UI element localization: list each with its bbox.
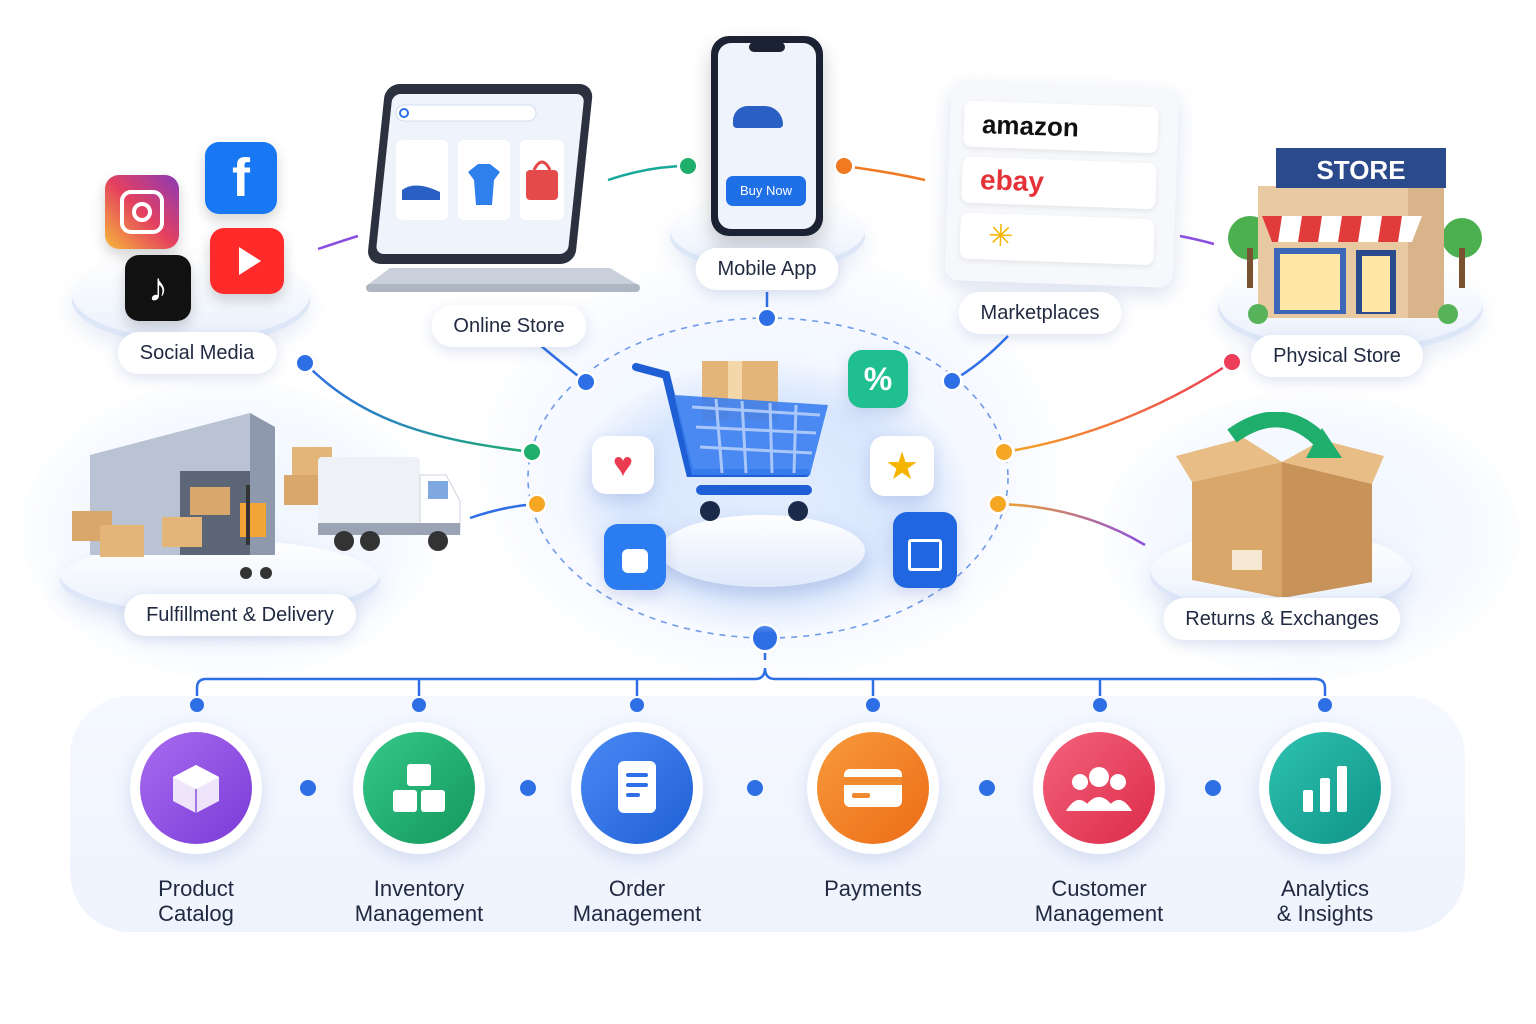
star-icon[interactable]: ★ [870, 436, 934, 496]
module-name: Inventory Management [354, 876, 484, 926]
buy-now-button[interactable]: Buy Now [726, 176, 806, 206]
instagram-icon [105, 175, 179, 249]
module-order-management[interactable]: Order Management [522, 722, 752, 926]
fulfillment-delivery-label[interactable]: Fulfillment & Delivery [124, 594, 356, 636]
heart-icon[interactable]: ♥ [592, 436, 654, 494]
social-media-label[interactable]: Social Media [117, 332, 277, 374]
bus-dot [630, 698, 644, 712]
link-dot [520, 780, 536, 796]
module-name: Order Management [572, 876, 702, 926]
module-payments[interactable]: Payments [758, 722, 988, 901]
connector-dot [297, 355, 313, 371]
connector-dot [1224, 354, 1240, 370]
connector-dot [944, 373, 960, 389]
document-icon [581, 732, 693, 844]
percent-icon[interactable]: % [848, 350, 908, 408]
youtube-icon [210, 228, 284, 294]
shopping-cart-icon[interactable] [630, 355, 840, 530]
store-sign: STORE [1316, 155, 1406, 185]
connector-dot [524, 444, 540, 460]
marketplaces-label[interactable]: Marketplaces [958, 292, 1122, 334]
connector-dot [759, 310, 775, 326]
cube-icon [140, 732, 252, 844]
facebook-icon: f [205, 142, 277, 214]
module-analytics-insights[interactable]: Analytics & Insights [1210, 722, 1440, 926]
connector-dot [680, 158, 696, 174]
module-customer-management[interactable]: Customer Management [984, 722, 1214, 926]
mobile-app-label[interactable]: Mobile App [695, 248, 839, 290]
tiktok-icon: ♪ [125, 255, 191, 321]
link-dot [979, 780, 995, 796]
store-building-illustration [1228, 148, 1482, 324]
module-product-catalog[interactable]: Product Catalog [81, 722, 311, 926]
connector-dot [578, 374, 594, 390]
link-dot [1205, 780, 1221, 796]
bar-chart-icon [1269, 732, 1381, 844]
warehouse-illustration [72, 413, 461, 579]
walmart-spark-icon[interactable]: ✳ [959, 212, 1155, 266]
bus-dot [866, 698, 880, 712]
link-dot [747, 780, 763, 796]
hub-pedestal [660, 515, 865, 587]
open-box-illustration [1176, 412, 1384, 597]
shoe-icon [733, 106, 783, 128]
bus-dot [1093, 698, 1107, 712]
modules-panel [70, 696, 1465, 932]
connector-dot [836, 158, 852, 174]
credit-card-icon [817, 732, 929, 844]
shopping-bag-icon[interactable] [893, 512, 957, 588]
connector-dot [996, 444, 1012, 460]
ebay-logo[interactable]: ebay [961, 156, 1157, 210]
phone-illustration: Buy Now [711, 36, 823, 236]
module-name: Customer Management [1034, 876, 1164, 926]
connector-dot [529, 496, 545, 512]
bus-dot [1318, 698, 1332, 712]
marketplaces-card: amazon ebay ✳ [944, 80, 1180, 288]
bus-dot [190, 698, 204, 712]
boxes-icon [363, 732, 475, 844]
users-icon [1043, 732, 1155, 844]
amazon-logo[interactable]: amazon [963, 100, 1159, 154]
module-name: Analytics & Insights [1276, 876, 1374, 926]
bag-icon[interactable] [604, 524, 666, 590]
physical-store-label[interactable]: Physical Store [1251, 335, 1423, 377]
connector-dot [990, 496, 1006, 512]
laptop-illustration [366, 84, 640, 292]
online-store-label[interactable]: Online Store [431, 305, 587, 347]
module-name: Payments [824, 876, 922, 901]
module-inventory-management[interactable]: Inventory Management [304, 722, 534, 926]
module-name: Product Catalog [158, 876, 234, 926]
link-dot [300, 780, 316, 796]
bus-dot [412, 698, 426, 712]
returns-exchanges-label[interactable]: Returns & Exchanges [1163, 598, 1401, 640]
